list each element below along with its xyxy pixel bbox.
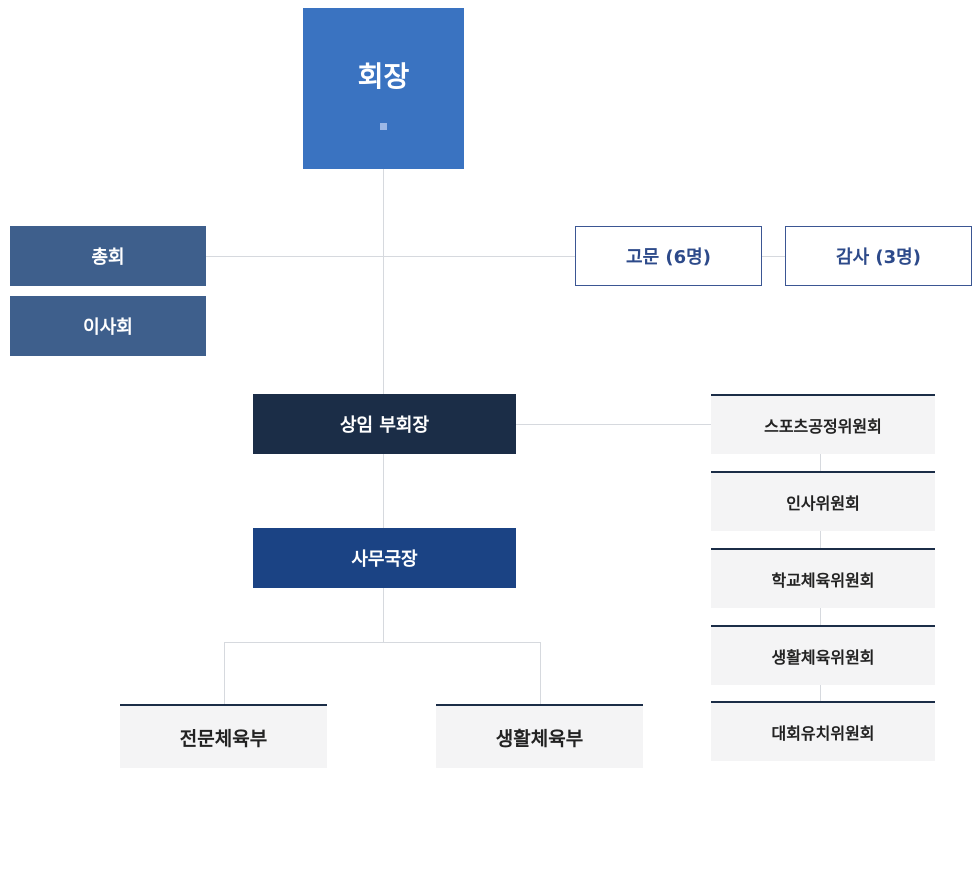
decorative-dot xyxy=(380,123,387,130)
vice-president-box: 상임 부회장 xyxy=(253,394,516,454)
auditors-box: 감사 (3명) xyxy=(785,226,972,286)
committee-box-personnel: 인사위원회 xyxy=(711,471,935,531)
connector-line xyxy=(540,642,541,704)
connector-line xyxy=(383,169,384,394)
advisors-box: 고문 (6명) xyxy=(575,226,762,286)
connector-line xyxy=(383,454,384,528)
connector-line xyxy=(516,424,711,425)
general-assembly-box: 총회 xyxy=(10,226,206,286)
connector-line xyxy=(762,256,785,257)
connector-line xyxy=(224,642,225,704)
president-label: 회장 xyxy=(357,60,410,93)
committee-box-event-bidding: 대회유치위원회 xyxy=(711,701,935,761)
president-box: 회장 xyxy=(303,8,464,169)
department-box-elite-sports: 전문체육부 xyxy=(120,704,327,768)
committee-box-sports-fairness: 스포츠공정위원회 xyxy=(711,394,935,454)
secretary-general-box: 사무국장 xyxy=(253,528,516,588)
connector-line xyxy=(383,588,384,642)
connector-line xyxy=(206,256,575,257)
department-box-community-sports: 생활체육부 xyxy=(436,704,643,768)
connector-line xyxy=(224,642,541,643)
committee-box-community-sports: 생활체육위원회 xyxy=(711,625,935,685)
committee-box-school-sports: 학교체육위원회 xyxy=(711,548,935,608)
board-box: 이사회 xyxy=(10,296,206,356)
